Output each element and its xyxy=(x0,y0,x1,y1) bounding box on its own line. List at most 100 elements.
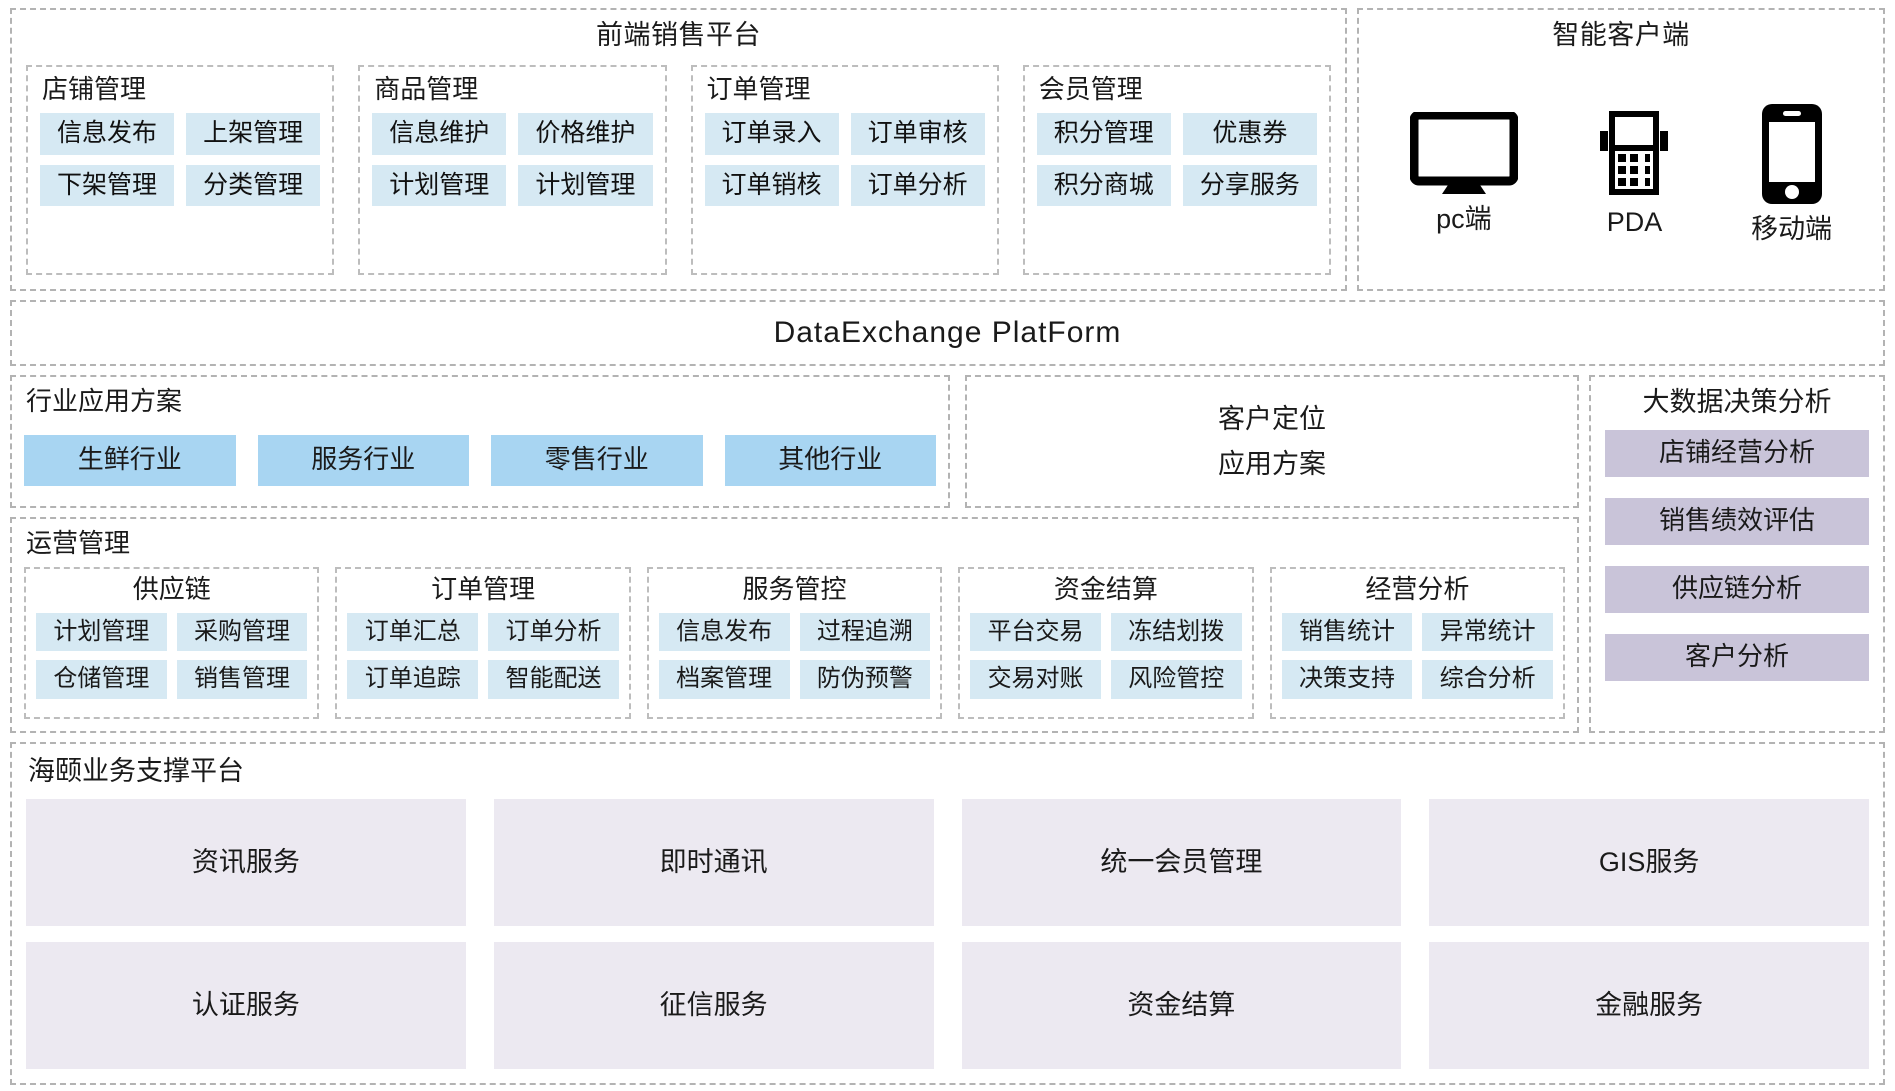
ops-group-items: 信息发布 过程追溯 档案管理 防伪预警 xyxy=(658,612,931,707)
device-label: PDA xyxy=(1606,206,1663,237)
chip-support-item[interactable]: GIS服务 xyxy=(1429,799,1869,927)
chip-item[interactable]: 交易对账 xyxy=(970,660,1101,699)
chip-item[interactable]: 订单分析 xyxy=(488,612,619,652)
support-items: 资讯服务 即时通讯 统一会员管理 GIS服务 认证服务 征信服务 资金结算 金融… xyxy=(26,799,1869,1069)
ops-group-title: 订单管理 xyxy=(431,573,536,604)
chip-support-item[interactable]: 征信服务 xyxy=(493,942,934,1069)
chip-item[interactable]: 优惠券 xyxy=(1182,112,1317,155)
chip-bigdata-item[interactable]: 销售绩效评估 xyxy=(1605,497,1869,545)
customer-positioning-line1: 客户定位 xyxy=(1218,404,1326,435)
chip-item[interactable]: 订单汇总 xyxy=(347,612,479,652)
bigdata-analysis-panel: 大数据决策分析 店铺经营分析 销售绩效评估 供应链分析 客户分析 xyxy=(1589,375,1885,733)
ops-group-title: 经营分析 xyxy=(1365,573,1470,604)
chip-support-item[interactable]: 统一会员管理 xyxy=(961,799,1402,927)
group-items: 信息维护 价格维护 计划管理 计划管理 xyxy=(372,112,653,263)
chip-item[interactable]: 计划管理 xyxy=(518,164,653,207)
operations-groups: 供应链 计划管理 采购管理 仓储管理 销售管理 订单管理 订单汇总 订单分析 xyxy=(24,566,1566,719)
chip-item[interactable]: 分类管理 xyxy=(186,164,321,207)
chip-bigdata-item[interactable]: 客户分析 xyxy=(1605,633,1869,681)
chip-bigdata-item[interactable]: 店铺经营分析 xyxy=(1605,430,1869,477)
chip-item[interactable]: 销售管理 xyxy=(176,660,308,699)
chip-item[interactable]: 价格维护 xyxy=(518,112,653,155)
smart-client-title: 智能客户端 xyxy=(1552,20,1690,50)
bigdata-analysis-title: 大数据决策分析 xyxy=(1642,387,1832,417)
chip-item[interactable]: 风险管控 xyxy=(1110,660,1242,699)
chip-industry-item[interactable]: 服务行业 xyxy=(257,435,469,486)
chip-item[interactable]: 异常统计 xyxy=(1422,612,1554,652)
chip-item[interactable]: 订单追踪 xyxy=(347,660,479,699)
group-title: 会员管理 xyxy=(1038,74,1143,105)
chip-item[interactable]: 智能配送 xyxy=(488,660,619,699)
device-pda[interactable]: PDA xyxy=(1591,109,1677,236)
group-product-management: 商品管理 信息维护 价格维护 计划管理 计划管理 xyxy=(358,65,667,275)
ops-group-items: 订单汇总 订单分析 订单追踪 智能配送 xyxy=(347,612,619,707)
chip-item[interactable]: 信息维护 xyxy=(372,112,507,155)
chip-item[interactable]: 防伪预警 xyxy=(799,660,931,699)
chip-item[interactable]: 订单录入 xyxy=(704,112,839,155)
group-title: 订单管理 xyxy=(706,74,811,105)
group-order-management: 订单管理 订单录入 订单审核 订单销核 订单分析 xyxy=(690,65,999,275)
industry-solutions-title: 行业应用方案 xyxy=(26,386,183,416)
ops-group-title: 资金结算 xyxy=(1053,573,1158,604)
group-member-management: 会员管理 积分管理 优惠券 积分商城 分享服务 xyxy=(1022,65,1331,275)
ops-group-supply-chain: 供应链 计划管理 采购管理 仓储管理 销售管理 xyxy=(24,566,320,719)
chip-support-item[interactable]: 金融服务 xyxy=(1429,942,1869,1069)
group-title: 店铺管理 xyxy=(42,74,147,105)
customer-positioning-panel: 客户定位 应用方案 xyxy=(965,375,1579,508)
ops-group-items: 平台交易 冻结划拨 交易对账 风险管控 xyxy=(970,612,1242,707)
ops-group-business-analysis: 经营分析 销售统计 异常统计 决策支持 综合分析 xyxy=(1269,566,1566,719)
chip-item[interactable]: 仓储管理 xyxy=(36,660,167,699)
operations-management-panel: 运营管理 供应链 计划管理 采购管理 仓储管理 销售管理 订单管理 xyxy=(10,517,1579,733)
bigdata-items: 店铺经营分析 销售绩效评估 供应链分析 客户分析 xyxy=(1605,430,1869,719)
chip-item[interactable]: 过程追溯 xyxy=(799,612,931,652)
chip-item[interactable]: 计划管理 xyxy=(372,164,507,207)
chip-item[interactable]: 下架管理 xyxy=(40,164,175,207)
data-exchange-platform-band: DataExchange PlatForm xyxy=(10,300,1885,366)
chip-support-item[interactable]: 即时通讯 xyxy=(493,799,934,927)
chip-item[interactable]: 分享服务 xyxy=(1182,164,1317,207)
chip-industry-item[interactable]: 生鲜行业 xyxy=(24,435,236,486)
pda-icon xyxy=(1591,109,1677,199)
monitor-icon xyxy=(1409,111,1518,196)
chip-item[interactable]: 积分管理 xyxy=(1036,112,1171,155)
chip-industry-item[interactable]: 其他行业 xyxy=(724,435,936,486)
chip-bigdata-item[interactable]: 供应链分析 xyxy=(1605,565,1869,613)
operations-management-title: 运营管理 xyxy=(26,528,131,558)
chip-item[interactable]: 平台交易 xyxy=(970,612,1101,652)
smartphone-icon xyxy=(1759,102,1825,206)
ops-group-service-control: 服务管控 信息发布 过程追溯 档案管理 防伪预警 xyxy=(646,566,943,719)
support-platform-title: 海颐业务支撑平台 xyxy=(28,756,244,786)
chip-item[interactable]: 订单分析 xyxy=(850,164,985,207)
chip-item[interactable]: 采购管理 xyxy=(176,612,308,652)
group-title: 商品管理 xyxy=(374,74,479,105)
frontend-sales-platform-title: 前端销售平台 xyxy=(596,20,761,50)
chip-item[interactable]: 积分商城 xyxy=(1036,164,1171,207)
chip-support-item[interactable]: 资金结算 xyxy=(961,942,1402,1069)
customer-positioning-line2: 应用方案 xyxy=(1218,448,1326,479)
chip-item[interactable]: 综合分析 xyxy=(1422,660,1554,699)
frontend-sales-platform-panel: 前端销售平台 店铺管理 信息发布 上架管理 下架管理 分类管理 商品管理 信息维… xyxy=(10,8,1347,291)
device-mobile[interactable]: 移动端 xyxy=(1751,102,1832,243)
ops-group-order-management: 订单管理 订单汇总 订单分析 订单追踪 智能配送 xyxy=(335,566,631,719)
chip-support-item[interactable]: 认证服务 xyxy=(26,942,466,1069)
client-device-list: pc端 xyxy=(1373,65,1869,279)
industry-items: 生鲜行业 服务行业 零售行业 其他行业 xyxy=(24,425,936,496)
chip-item[interactable]: 冻结划拨 xyxy=(1110,612,1242,652)
top-row: 前端销售平台 店铺管理 信息发布 上架管理 下架管理 分类管理 商品管理 信息维… xyxy=(10,8,1885,291)
chip-item[interactable]: 订单销核 xyxy=(704,164,839,207)
chip-item[interactable]: 销售统计 xyxy=(1281,612,1413,652)
chip-item[interactable]: 信息发布 xyxy=(658,612,790,652)
chip-industry-item[interactable]: 零售行业 xyxy=(491,435,703,486)
chip-item[interactable]: 订单审核 xyxy=(850,112,985,155)
group-items: 积分管理 优惠券 积分商城 分享服务 xyxy=(1036,112,1317,263)
chip-item[interactable]: 计划管理 xyxy=(36,612,167,652)
chip-item[interactable]: 上架管理 xyxy=(186,112,321,155)
ops-group-title: 服务管控 xyxy=(742,573,847,604)
chip-support-item[interactable]: 资讯服务 xyxy=(26,799,466,927)
chip-item[interactable]: 档案管理 xyxy=(658,660,790,699)
middle-row: 行业应用方案 生鲜行业 服务行业 零售行业 其他行业 客户定位 应用方案 运营管… xyxy=(10,375,1885,733)
chip-item[interactable]: 决策支持 xyxy=(1281,660,1413,699)
device-label: 移动端 xyxy=(1751,213,1833,244)
device-pc[interactable]: pc端 xyxy=(1409,111,1518,233)
chip-item[interactable]: 信息发布 xyxy=(40,112,175,155)
